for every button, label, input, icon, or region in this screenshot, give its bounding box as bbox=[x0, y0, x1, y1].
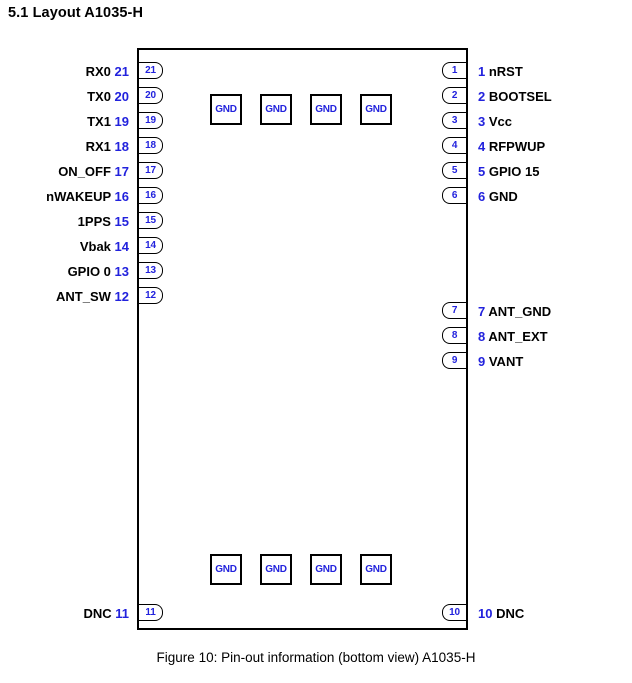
pin-signal-name: 1PPS bbox=[77, 214, 111, 229]
pin-pad-6: 6 bbox=[442, 187, 466, 204]
pin-number: 10 bbox=[478, 606, 493, 621]
pin-signal-name: RX0 bbox=[85, 64, 111, 79]
pin-label-18: RX1 18 bbox=[86, 140, 129, 153]
gnd-pad: GND bbox=[210, 94, 242, 125]
pin-pad-1: 1 bbox=[442, 62, 466, 79]
pin-label-19: TX1 19 bbox=[87, 115, 129, 128]
pin-label-20: TX0 20 bbox=[87, 90, 129, 103]
package-body-outline bbox=[137, 48, 468, 630]
pin-number: 6 bbox=[478, 189, 486, 204]
pin-pad-10: 10 bbox=[442, 604, 466, 621]
pin-number: 11 bbox=[111, 606, 129, 621]
pin-number: 16 bbox=[110, 189, 129, 204]
pin-pad-15: 15 bbox=[139, 212, 163, 229]
pin-signal-name: ANT_SW bbox=[56, 289, 111, 304]
pin-label-1: 1 nRST bbox=[478, 65, 523, 78]
pin-label-15: 1PPS 15 bbox=[78, 215, 129, 228]
pin-number: 13 bbox=[110, 264, 129, 279]
pin-signal-name: VANT bbox=[485, 354, 524, 369]
pin-pad-2: 2 bbox=[442, 87, 466, 104]
pin-number: 3 bbox=[478, 114, 486, 129]
pin-label-4: 4 RFPWUP bbox=[478, 140, 545, 153]
pin-label-17: ON_OFF 17 bbox=[58, 165, 129, 178]
pin-signal-name: nRST bbox=[485, 64, 523, 79]
pin-number: 19 bbox=[110, 114, 129, 129]
pin-signal-name: ON_OFF bbox=[58, 164, 111, 179]
pin-signal-name: GND bbox=[485, 189, 518, 204]
pin-number: 8 bbox=[478, 329, 486, 344]
pin-signal-name: GPIO 0 bbox=[67, 264, 111, 279]
pin-pad-18: 18 bbox=[139, 137, 163, 154]
pin-label-21: RX0 21 bbox=[86, 65, 129, 78]
pin-pad-11: 11 bbox=[139, 604, 163, 621]
pin-number: 5 bbox=[478, 164, 486, 179]
gnd-pad: GND bbox=[260, 94, 292, 125]
pin-number: 14 bbox=[110, 239, 129, 254]
pin-signal-name: BOOTSEL bbox=[485, 89, 552, 104]
pin-number: 17 bbox=[110, 164, 129, 179]
pin-signal-name: ANT_GND bbox=[485, 304, 552, 319]
pin-signal-name: DNC bbox=[492, 606, 525, 621]
pin-pad-20: 20 bbox=[139, 87, 163, 104]
pin-pad-8: 8 bbox=[442, 327, 466, 344]
gnd-pad: GND bbox=[310, 94, 342, 125]
pin-number: 20 bbox=[110, 89, 129, 104]
pin-number: 21 bbox=[110, 64, 129, 79]
page-title: 5.1 Layout A1035-H bbox=[8, 5, 144, 21]
gnd-pad: GND bbox=[260, 554, 292, 585]
pin-pad-3: 3 bbox=[442, 112, 466, 129]
pin-signal-name: Vcc bbox=[485, 114, 512, 129]
gnd-pad: GND bbox=[310, 554, 342, 585]
pin-signal-name: nWAKEUP bbox=[46, 189, 111, 204]
pin-label-7: 7 ANT_GND bbox=[478, 305, 551, 318]
pin-label-8: 8 ANT_EXT bbox=[478, 330, 548, 343]
pin-number: 9 bbox=[478, 354, 486, 369]
pin-number: 1 bbox=[478, 64, 486, 79]
pin-label-12: ANT_SW 12 bbox=[56, 290, 129, 303]
pin-number: 15 bbox=[110, 214, 129, 229]
gnd-pad: GND bbox=[210, 554, 242, 585]
pin-pad-7: 7 bbox=[442, 302, 466, 319]
pin-label-6: 6 GND bbox=[478, 190, 518, 203]
pin-pad-9: 9 bbox=[442, 352, 466, 369]
gnd-pad: GND bbox=[360, 554, 392, 585]
pin-pad-4: 4 bbox=[442, 137, 466, 154]
pin-pad-12: 12 bbox=[139, 287, 163, 304]
pin-signal-name: TX1 bbox=[87, 114, 111, 129]
pin-label-5: 5 GPIO 15 bbox=[478, 165, 539, 178]
pin-label-16: nWAKEUP 16 bbox=[46, 190, 129, 203]
pin-signal-name: ANT_EXT bbox=[485, 329, 548, 344]
pin-number: 12 bbox=[110, 289, 129, 304]
pin-label-13: GPIO 0 13 bbox=[68, 265, 129, 278]
pin-label-10: 10 DNC bbox=[478, 607, 524, 620]
pin-label-3: 3 Vcc bbox=[478, 115, 512, 128]
pin-signal-name: RFPWUP bbox=[485, 139, 546, 154]
pin-label-2: 2 BOOTSEL bbox=[478, 90, 552, 103]
pin-signal-name: GPIO 15 bbox=[485, 164, 540, 179]
pin-pad-14: 14 bbox=[139, 237, 163, 254]
pin-label-14: Vbak 14 bbox=[80, 240, 129, 253]
pin-number: 4 bbox=[478, 139, 486, 154]
pin-pad-19: 19 bbox=[139, 112, 163, 129]
pin-pad-17: 17 bbox=[139, 162, 163, 179]
pin-number: 2 bbox=[478, 89, 486, 104]
pin-number: 18 bbox=[110, 139, 129, 154]
pin-signal-name: Vbak bbox=[79, 239, 111, 254]
gnd-pad: GND bbox=[360, 94, 392, 125]
figure-caption: Figure 10: Pin-out information (bottom v… bbox=[156, 650, 476, 665]
pin-label-11: DNC 11 bbox=[83, 607, 129, 620]
pin-signal-name: TX0 bbox=[87, 89, 111, 104]
pin-signal-name: DNC bbox=[83, 606, 112, 621]
pin-pad-16: 16 bbox=[139, 187, 163, 204]
pin-pad-13: 13 bbox=[139, 262, 163, 279]
pin-pad-21: 21 bbox=[139, 62, 163, 79]
pin-signal-name: RX1 bbox=[85, 139, 111, 154]
pin-label-9: 9 VANT bbox=[478, 355, 523, 368]
pin-pad-5: 5 bbox=[442, 162, 466, 179]
pin-number: 7 bbox=[478, 304, 486, 319]
